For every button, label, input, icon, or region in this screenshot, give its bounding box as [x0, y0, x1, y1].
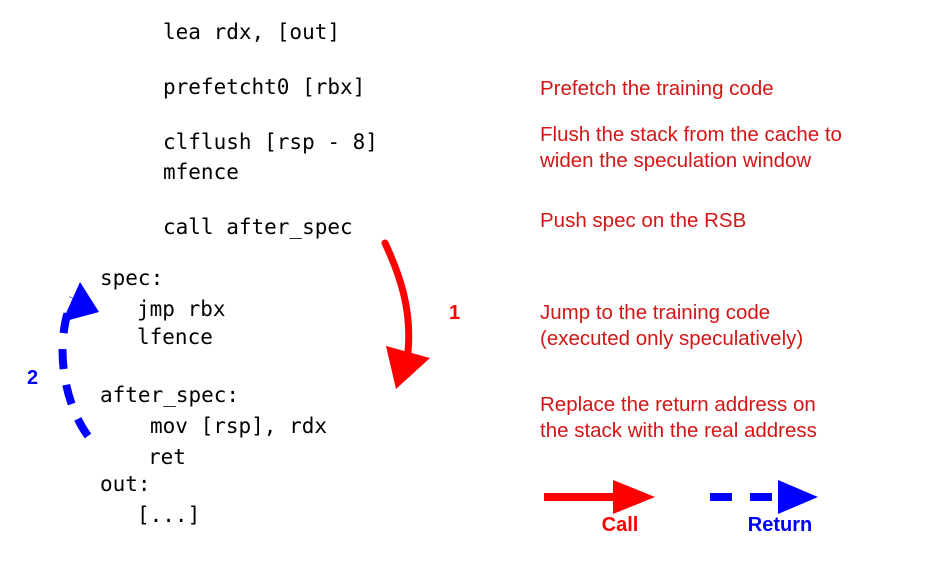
legend: Call Return [525, 470, 865, 550]
return-arrow-blue [58, 282, 99, 439]
code-line-mov-rsp-rdx: mov [rsp], rdx [150, 414, 328, 438]
annotation-prefetch: Prefetch the training code [540, 77, 774, 100]
legend-entry-return: Return [700, 470, 860, 550]
annotation-flush-stack: Flush the stack from the cache to widen … [540, 123, 842, 172]
code-line-lea: lea rdx, [out] [163, 20, 341, 44]
annotation-push-rsb: Push spec on the RSB [540, 209, 747, 232]
code-line-lfence: lfence [137, 325, 213, 349]
code-line-ret: ret [148, 445, 186, 469]
annotation-replace-return-address: Replace the return address on the stack … [540, 393, 817, 442]
code-line-jmp-rbx: jmp rbx [137, 297, 226, 321]
legend-entry-call: Call [540, 470, 700, 550]
legend-label-call: Call [601, 514, 639, 536]
code-line-ellipsis: [...] [137, 503, 201, 527]
code-label-after-spec: after_spec: [100, 383, 240, 407]
step-number-2: 2 [27, 367, 39, 389]
code-line-clflush: clflush [rsp - 8] [163, 130, 378, 154]
code-label-out: out: [100, 472, 151, 496]
call-arrow-red [381, 239, 430, 389]
code-line-mfence: mfence [163, 160, 239, 184]
legend-label-return: Return [747, 514, 813, 536]
code-label-spec: spec: [100, 266, 164, 290]
code-line-prefetcht0: prefetcht0 [rbx] [163, 75, 366, 99]
annotation-jump-training: Jump to the training code (executed only… [540, 301, 804, 350]
code-line-call-after-spec: call after_spec [163, 215, 353, 239]
step-number-1: 1 [449, 302, 461, 324]
